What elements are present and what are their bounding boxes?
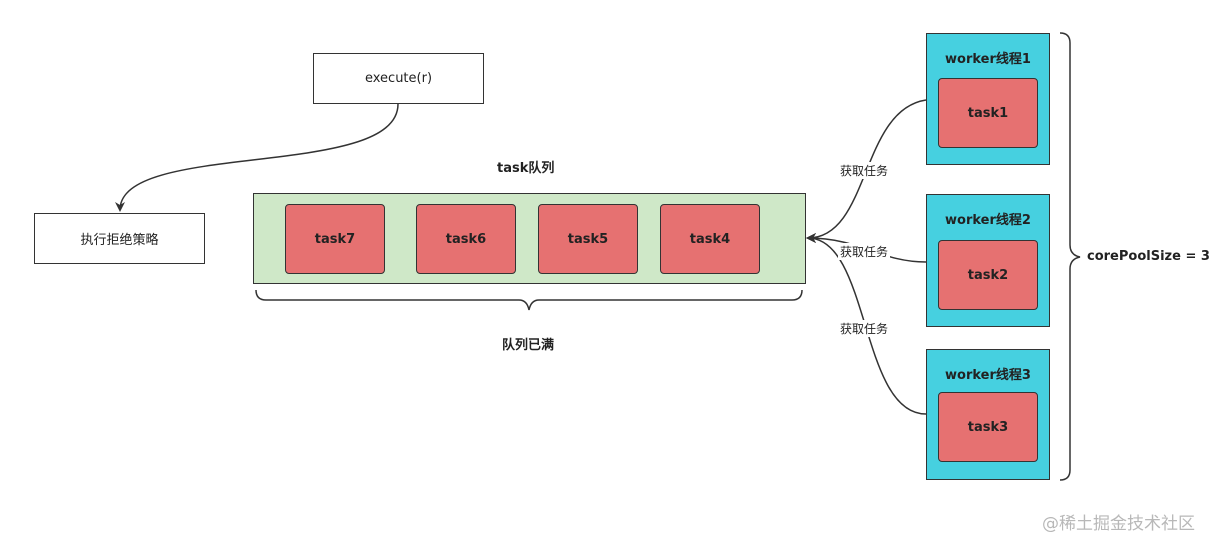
worker-task: task1 [938, 78, 1038, 148]
execute-label: execute(r) [364, 71, 433, 86]
fetch-label-2: 获取任务 [838, 243, 891, 260]
worker-task: task3 [938, 392, 1038, 462]
worker-3: worker线程3 task3 [926, 349, 1050, 480]
queue-task: task5 [538, 204, 638, 274]
fetch-label-1: 获取任务 [838, 162, 891, 179]
worker-2: worker线程2 task2 [926, 194, 1050, 327]
watermark: @稀土掘金技术社区 [1042, 514, 1195, 534]
execute-to-reject-arrow [115, 103, 399, 212]
execute-box: execute(r) [313, 53, 484, 104]
queue-title: task队列 [497, 161, 555, 176]
queue-full-brace [255, 289, 803, 311]
fetch-label-3: 获取任务 [838, 320, 891, 337]
queue-task: task7 [285, 204, 385, 274]
worker-1: worker线程1 task1 [926, 33, 1050, 165]
worker-title: worker线程3 [945, 368, 1031, 383]
workers-brace [1059, 32, 1081, 481]
reject-policy-box: 执行拒绝策略 [34, 213, 205, 264]
core-pool-size-label: corePoolSize = 3 [1087, 249, 1210, 264]
queue-full-label: 队列已满 [502, 338, 555, 353]
worker-title: worker线程1 [945, 52, 1031, 67]
queue-task: task4 [660, 204, 760, 274]
worker-title: worker线程2 [945, 213, 1031, 228]
reject-policy-label: 执行拒绝策略 [80, 233, 159, 248]
queue-task: task6 [416, 204, 516, 274]
worker-task: task2 [938, 240, 1038, 310]
